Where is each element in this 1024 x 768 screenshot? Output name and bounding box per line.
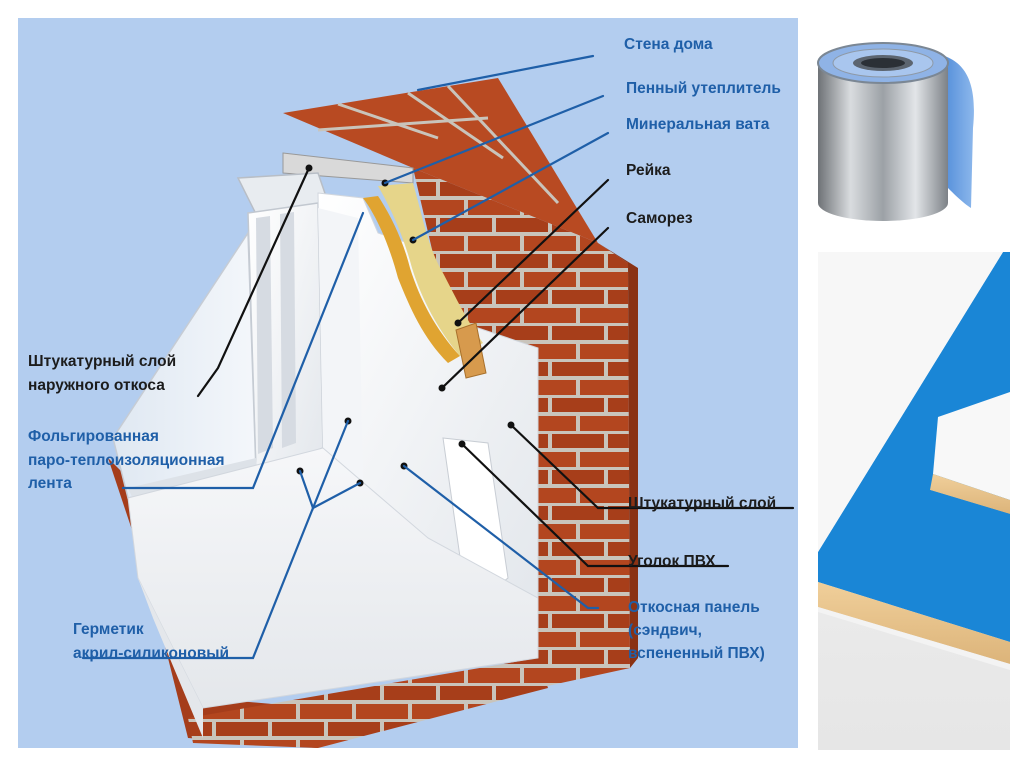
foil-insulation-roll-photo [813,18,1008,238]
leader-sealant-c [81,506,315,660]
label-rail: Рейка [626,162,671,179]
panel-foam-edge [818,582,1010,664]
leader-foil-tape [121,211,365,490]
leader-sealant-b [311,481,362,510]
label-foil-tape-3: лента [28,475,72,492]
leader-plaster [509,423,795,510]
label-mineral-wool: Минеральная вата [626,116,770,133]
label-outer-plaster-1: Штукатурный слой [28,353,176,370]
wooden-rail [455,322,487,379]
leader-foam [383,94,605,185]
sandwich-panel-photo [818,252,1010,750]
panel-small-piece [933,392,1010,500]
label-slope-panel-2: (сэндвич, [628,622,702,639]
label-screw: Саморез [626,210,693,227]
leader-outer-plaster [196,166,311,398]
brick-bottom-row [188,658,548,748]
leader-rail [456,178,610,325]
label-sealant-1: Герметик [73,621,144,638]
label-wall: Стена дома [624,36,713,53]
label-foam: Пенный утеплитель [626,80,781,97]
leader-wall [416,54,595,92]
leader-pvc-corner [460,442,730,568]
brick-wall-front [413,168,630,688]
label-foil-tape-2: паро-теплоизоляционная [28,452,225,469]
roll-foil-body [818,63,948,221]
label-foil-tape-1: Фольгированная [28,428,159,445]
leader-mineral-wool [411,131,610,242]
label-slope-panel-3: вспененный ПВХ) [628,645,765,662]
window-slope-diagram: Стена дома Пенный утеплитель Минеральная… [18,18,798,748]
label-slope-panel-1: Откосная панель [628,599,760,616]
leader-screw [440,226,610,390]
label-outer-plaster-2: наружного откоса [28,377,165,394]
foam-layer [363,196,460,363]
panel-blue-surface [818,252,1010,642]
label-plaster: Штукатурный слой [628,495,776,512]
brick-wall-side [598,243,638,668]
leader-slope-panel [402,464,600,610]
label-pvc-corner: Уголок ПВХ [628,553,716,570]
mineral-wool-layer [378,183,483,356]
label-sealant-2: акрил-силиконовый [73,645,229,662]
